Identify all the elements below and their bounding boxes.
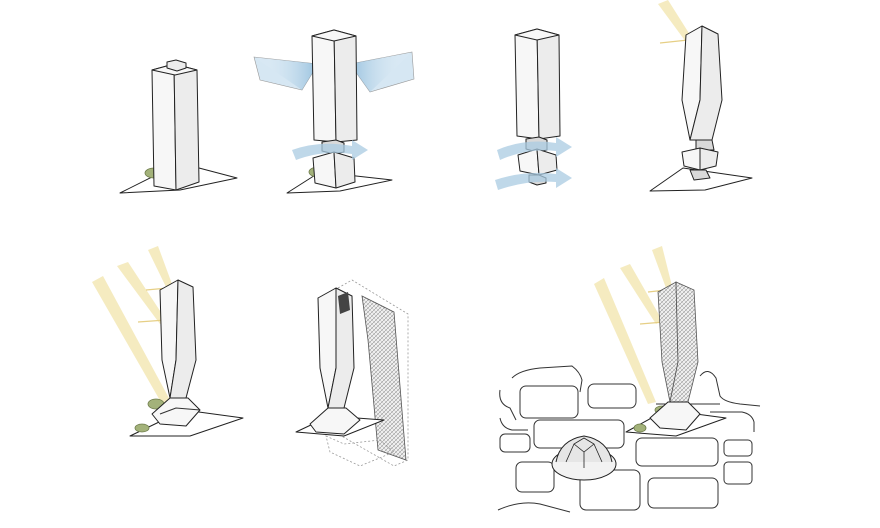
road-edge bbox=[710, 411, 755, 432]
city-block bbox=[515, 461, 555, 493]
panel-wind-flow bbox=[495, 28, 572, 190]
sun-arrow bbox=[659, 39, 689, 44]
tower-front bbox=[311, 29, 337, 143]
panel-sun-angles bbox=[92, 246, 244, 437]
ghost-envelope bbox=[337, 279, 409, 467]
city-block bbox=[635, 437, 719, 467]
right-wind-flow bbox=[350, 52, 412, 92]
sun-ray-3 bbox=[652, 246, 672, 288]
road-edge bbox=[511, 365, 583, 393]
podium-block bbox=[309, 407, 361, 435]
tower-front bbox=[151, 63, 177, 191]
sun-ray-2 bbox=[117, 262, 166, 324]
podium-front bbox=[312, 151, 337, 189]
sun-ray-1 bbox=[92, 276, 170, 404]
podium-front bbox=[681, 147, 701, 171]
sun-ray-1 bbox=[594, 278, 656, 404]
panel-wind-shading bbox=[253, 29, 415, 194]
road-edge bbox=[497, 502, 571, 513]
city-block bbox=[499, 433, 531, 453]
tree-icon bbox=[134, 423, 150, 433]
facade-mesh bbox=[361, 295, 407, 461]
facade-detail bbox=[338, 292, 350, 314]
tower-top bbox=[514, 28, 560, 41]
podium-edge bbox=[159, 407, 201, 415]
podium-base bbox=[689, 169, 711, 181]
upper-wind-arrow bbox=[497, 137, 572, 160]
podium-block bbox=[649, 401, 701, 431]
tower-top bbox=[311, 29, 357, 42]
left-wind-flow bbox=[254, 57, 318, 90]
ghost-base bbox=[325, 435, 395, 467]
wind-arrow bbox=[292, 140, 368, 160]
rooftop-box bbox=[166, 59, 187, 72]
road-edge bbox=[699, 371, 761, 407]
podium-side bbox=[699, 147, 719, 171]
dome-building bbox=[551, 435, 617, 481]
sun-ray-3 bbox=[148, 246, 172, 287]
lower-wind-arrow bbox=[495, 168, 572, 190]
city-block bbox=[647, 477, 719, 509]
city-block bbox=[587, 383, 637, 409]
podium-side bbox=[536, 148, 558, 176]
panel-massing bbox=[119, 59, 238, 194]
sun-ray-2 bbox=[620, 264, 662, 324]
podium-side bbox=[333, 151, 356, 189]
panel-urban-context bbox=[497, 246, 761, 513]
city-block bbox=[519, 385, 579, 419]
road-edge bbox=[499, 389, 517, 421]
city-block bbox=[723, 439, 753, 457]
panel-sun-twist bbox=[649, 0, 753, 192]
tower-neck bbox=[695, 139, 715, 151]
tower-front bbox=[514, 28, 540, 140]
sun-ray bbox=[658, 0, 692, 42]
tree-icon bbox=[633, 423, 647, 433]
panel-facade-skin bbox=[295, 279, 409, 467]
tower-side bbox=[536, 28, 561, 140]
city-block bbox=[723, 461, 753, 485]
road-edge bbox=[499, 417, 528, 431]
tower-side bbox=[173, 63, 200, 191]
tower-side bbox=[333, 29, 358, 143]
